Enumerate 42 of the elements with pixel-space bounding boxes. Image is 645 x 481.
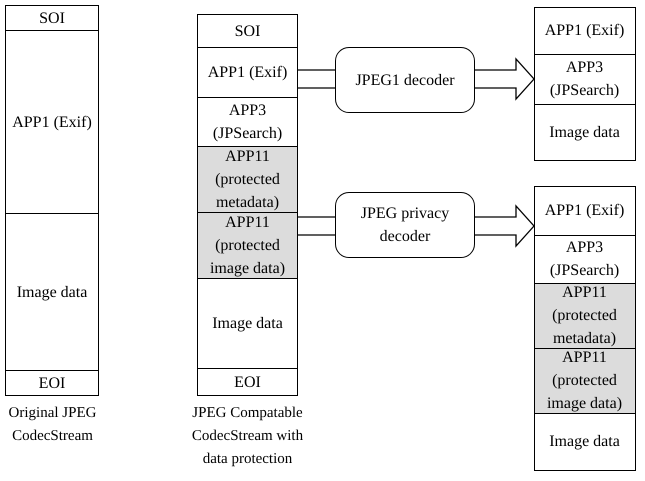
segment-label: APP1 (Exif) — [544, 21, 626, 41]
segment-label: APP11 (protected image data) — [208, 213, 286, 279]
segment-label: Image data — [548, 122, 621, 142]
caption: Original JPEG CodecStream — [8, 404, 98, 446]
segment-box — [197, 368, 298, 396]
segment-box — [197, 212, 298, 279]
segment-label: APP3 (JPSearch) — [212, 101, 284, 144]
segment-label: SOI — [234, 22, 262, 42]
segment-label: Image data — [211, 314, 284, 334]
decoder-box — [335, 192, 475, 258]
hollow-arrow — [297, 69, 336, 89]
segment-label: EOI — [38, 374, 66, 394]
hollow-arrow — [297, 216, 336, 236]
segment-label: Image data — [16, 282, 88, 302]
hollow-arrow — [474, 57, 535, 101]
segment-label: APP1 (Exif) — [544, 201, 626, 221]
segment-box — [5, 5, 99, 31]
segment-box — [197, 14, 298, 48]
segment-box — [534, 348, 636, 414]
segment-label: JPEG1 decoder — [354, 70, 456, 90]
segment-box — [5, 30, 99, 214]
caption: JPEG Compatable CodecStream with data protection — [190, 404, 304, 469]
segment-label: APP1 (Exif) — [11, 112, 93, 132]
segment-box — [534, 282, 636, 348]
segment-label: EOI — [233, 372, 262, 392]
segment-box — [197, 146, 298, 213]
segment-label: APP11 (protected image data) — [546, 348, 624, 414]
segment-label: APP11 (protected metadata) — [551, 283, 618, 349]
segment-box — [197, 47, 298, 98]
segment-box — [5, 370, 99, 396]
segment-box — [197, 278, 298, 369]
segment-box — [5, 213, 99, 371]
segment-label: APP1 (Exif) — [206, 63, 288, 83]
segment-label: JPEG privacy decoder — [360, 204, 450, 247]
hollow-arrow — [474, 204, 535, 248]
decoder-box — [335, 47, 475, 113]
segment-label: SOI — [38, 8, 66, 28]
segment-label: APP11 (protected metadata) — [214, 147, 281, 213]
segment-label: APP3 (JPSearch) — [548, 58, 620, 101]
segment-box — [197, 97, 298, 147]
segment-label: Image data — [548, 432, 621, 452]
segment-label: APP3 (JPSearch) — [548, 238, 620, 281]
